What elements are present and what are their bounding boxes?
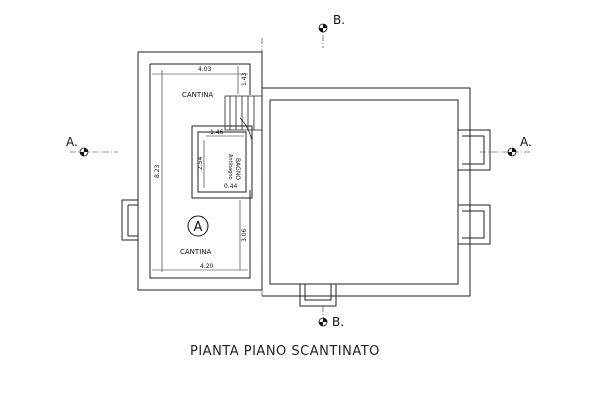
room-note-antibagno: Antibagno [227, 154, 233, 180]
dim-bagno-height: 2.54 [197, 156, 204, 170]
section-marker-b-top [318, 23, 328, 33]
section-lines [70, 24, 530, 328]
dimension-lines [152, 66, 248, 272]
dim-bottom-right-height: 3.06 [241, 228, 248, 242]
dim-top-right-height: 1.43 [241, 72, 248, 86]
room-label-cantina-top: CANTINA [182, 91, 213, 99]
left-block-walls [121, 51, 263, 291]
room-label-bagno: BAGNO [234, 158, 241, 180]
section-label-a-right: A. [520, 135, 532, 149]
section-label-b-top: B. [333, 13, 345, 27]
right-block-walls [262, 87, 491, 307]
section-marker-b-bottom [318, 317, 328, 327]
dim-left-height: 8.23 [154, 164, 161, 178]
bagno-room-walls [191, 125, 253, 199]
room-label-cantina-bottom: CANTINA [180, 248, 211, 256]
section-marker-a-right [507, 147, 517, 157]
dim-bagno-small: 0.44 [224, 183, 238, 190]
section-label-b-bottom: B. [332, 315, 344, 329]
dim-top-width: 4.03 [198, 66, 212, 73]
zone-marker-label: A [194, 220, 203, 235]
dim-bagno-width: 1.46 [210, 129, 224, 136]
staircase [224, 95, 263, 141]
zone-marker-a: A [187, 215, 209, 237]
section-label-a-left: A. [66, 135, 78, 149]
section-marker-a-left [79, 147, 89, 157]
plan-title: PIANTA PIANO SCANTINATO [190, 344, 380, 359]
dim-bottom-width: 4.20 [200, 263, 214, 270]
bagno-labels: BAGNO Antibagno [227, 154, 241, 180]
